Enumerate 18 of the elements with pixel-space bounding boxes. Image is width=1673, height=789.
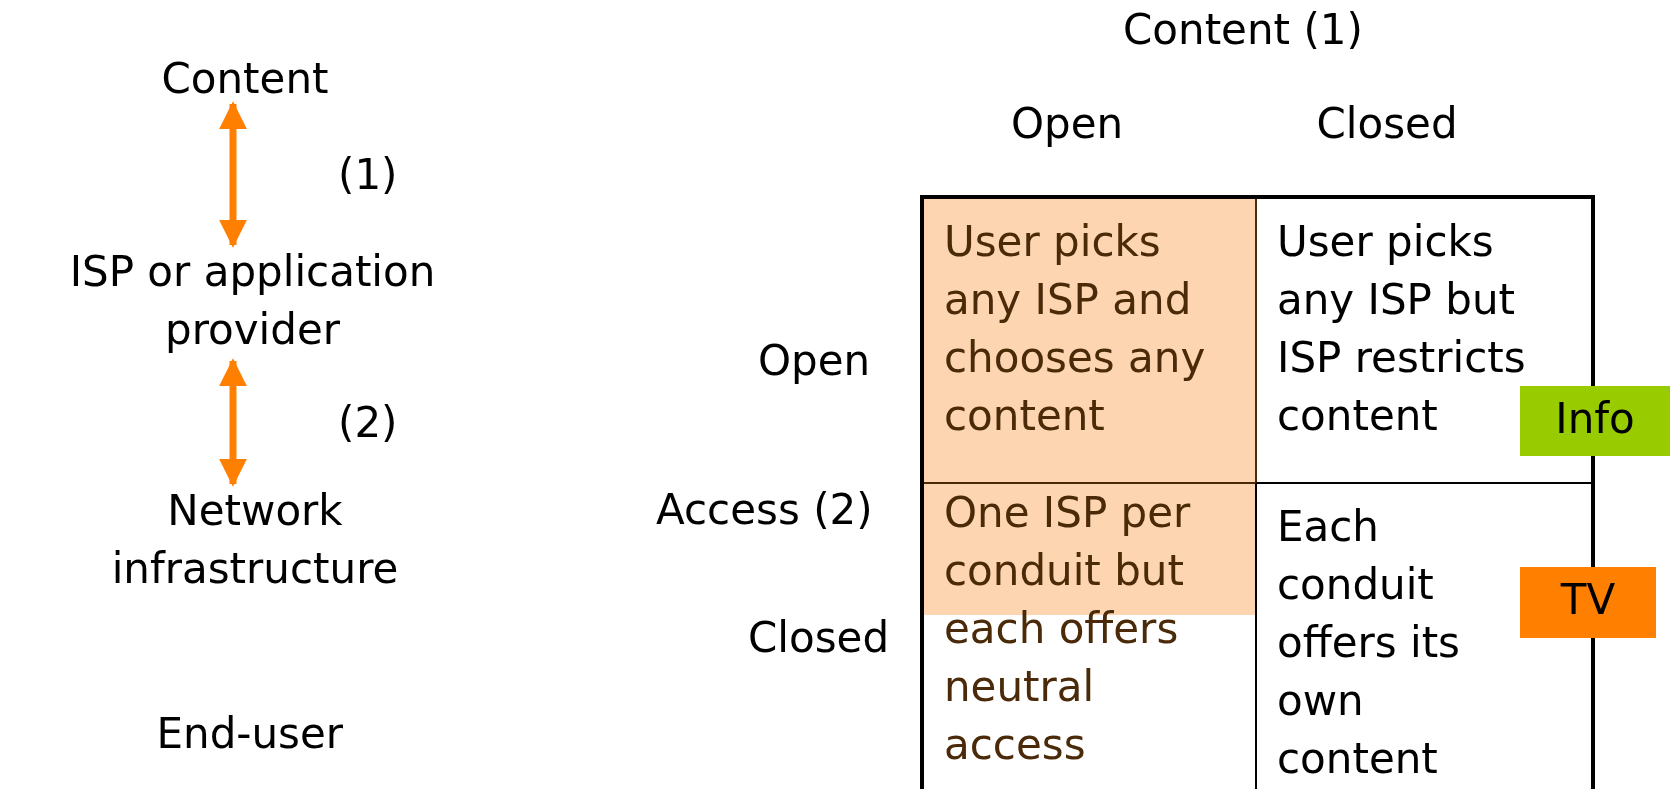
axis-label: Open — [1011, 98, 1124, 150]
axis-label: Content (1) — [1123, 4, 1363, 56]
axis-label: Access (2) — [656, 484, 873, 536]
stack-label: Content — [130, 50, 360, 106]
matrix-cell: One ISP per conduit but each offers neutral access — [924, 482, 1257, 789]
stack-label: ISP or application provider — [5, 243, 500, 363]
stack-label: Network infrastructure — [70, 482, 440, 602]
axis-label: Closed — [748, 612, 890, 664]
matrix-cell: User picks any ISP and chooses any content — [924, 199, 1257, 482]
double-arrow — [219, 358, 247, 487]
tag-box: Info — [1520, 386, 1670, 456]
stack-label: End-user — [156, 708, 344, 760]
axis-label: Open — [758, 335, 871, 387]
tag-box: TV — [1520, 567, 1656, 638]
axis-label: Closed — [1316, 98, 1458, 150]
edge-label: (2) — [338, 396, 398, 449]
edge-label: (1) — [338, 148, 398, 201]
double-arrow — [219, 101, 247, 248]
